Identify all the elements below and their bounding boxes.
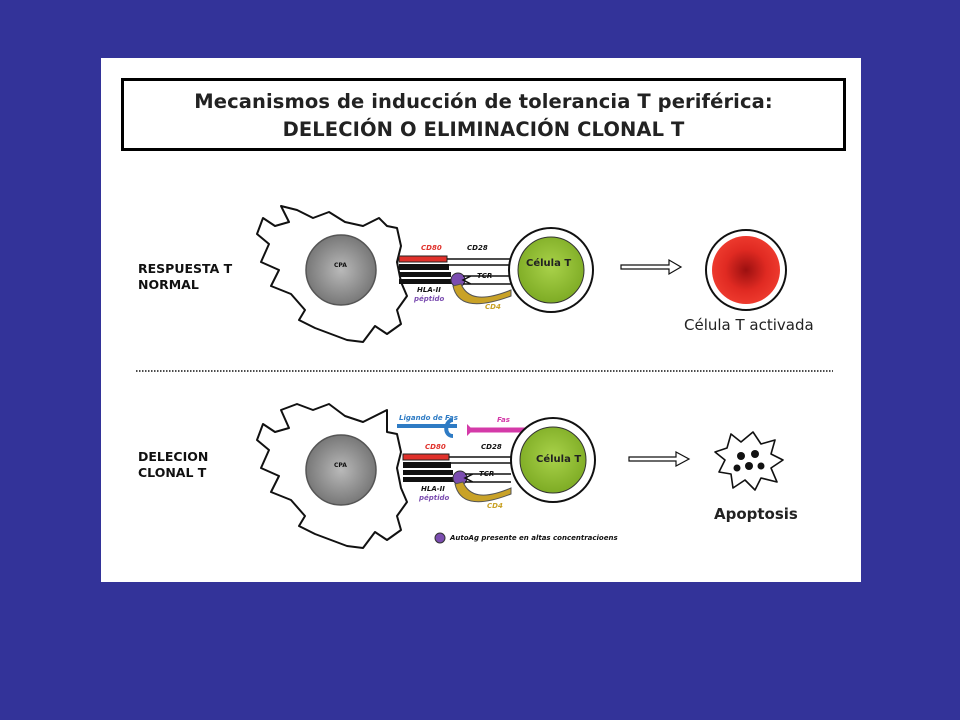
top-hla-bar-2 <box>399 272 451 277</box>
bottom-cd4 <box>454 481 512 503</box>
bottom-cd80-label: CD80 <box>425 443 446 451</box>
bottom-arrow <box>628 450 691 468</box>
bottom-cd80-bar <box>402 453 450 461</box>
top-hla-label: HLA-II <box>417 286 441 294</box>
title-line-2: DELECIÓN O ELIMINACIÓN CLONAL T <box>282 118 685 141</box>
legend-dot <box>434 532 446 544</box>
diagram-canvas <box>136 205 833 549</box>
top-cd4 <box>452 283 512 305</box>
top-row-label: RESPUESTA T NORMAL <box>138 261 233 292</box>
title-line-1: Mecanismos de inducción de tolerancia T … <box>194 90 773 113</box>
top-apc-nucleus <box>305 234 377 306</box>
bottom-row-label: DELECION CLONAL T <box>138 449 209 480</box>
title-box: Mecanismos de inducción de tolerancia T … <box>121 78 846 151</box>
top-cd80-label: CD80 <box>421 244 442 252</box>
bottom-cd4-label: CD4 <box>487 502 503 510</box>
fas-ligand <box>397 418 457 438</box>
top-tcr <box>461 275 511 285</box>
top-arrow <box>620 258 683 276</box>
legend-text: AutoAg presente en altas concentracioens <box>450 534 618 542</box>
top-hla-bar-3 <box>399 279 453 284</box>
fasl-label: Ligando de Fas <box>399 414 458 422</box>
top-tcell-inner <box>517 236 585 304</box>
top-cd4-label: CD4 <box>485 303 501 311</box>
slide: Mecanismos de inducción de tolerancia T … <box>101 58 861 582</box>
bottom-tcell-label: Célula T <box>536 454 582 465</box>
bottom-apc-label: CPA <box>334 462 347 469</box>
top-cd80-bar <box>398 255 448 263</box>
apoptosis-label: Apoptosis <box>714 505 798 523</box>
top-row-diagram <box>256 205 787 343</box>
fas-label: Fas <box>497 416 510 424</box>
bottom-tcr-label: TCR <box>479 470 495 478</box>
bottom-apc-nucleus <box>305 434 377 506</box>
top-cd28-label: CD28 <box>467 244 488 252</box>
top-tcell-label: Célula T <box>526 258 572 269</box>
top-peptide-label: péptido <box>414 295 445 303</box>
bottom-peptide-label: péptido <box>419 494 450 502</box>
activated-cell-inner <box>712 236 780 304</box>
top-apc-label: CPA <box>334 262 347 269</box>
bottom-cd28-label: CD28 <box>481 443 502 451</box>
bottom-hla-label: HLA-II <box>421 485 445 493</box>
top-hla-bar-1 <box>399 264 449 270</box>
bottom-row-diagram <box>256 403 784 549</box>
bottom-tcell-inner <box>519 426 587 494</box>
apoptotic-cell <box>714 431 784 491</box>
activated-cell-label: Célula T activada <box>684 316 814 334</box>
top-tcr-label: TCR <box>477 272 493 280</box>
